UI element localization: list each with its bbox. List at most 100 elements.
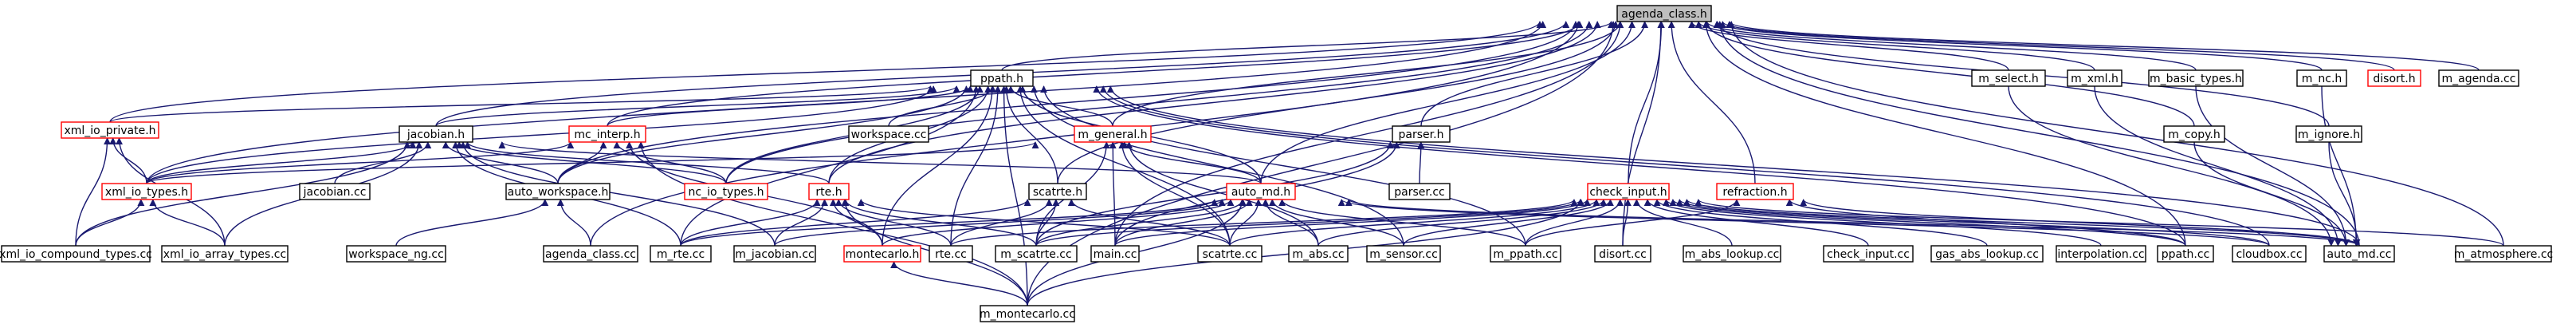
edge-m-abs-lookup-cc-to-check-input-h [1632,199,1733,247]
edge-m-scatrte-cc-to-parser-h [1035,141,1394,247]
edge-xml-io-types-h-to-xml-io-private-h [109,137,147,184]
node-box [1366,245,1441,263]
node-box [1490,245,1561,263]
edge-auto-workspace-h-to-agenda-class-h [557,21,1580,184]
edge-agenda-class-cc-to-auto-workspace-h [556,199,591,247]
node-xml-io-types-h[interactable]: xml_io_types.h [101,183,192,200]
node-m-montecarlo-cc[interactable]: m_montecarlo.cc [980,305,1075,322]
edge-main-cc-to-m-general-h [1109,141,1117,247]
node-box [1392,125,1451,143]
node-xml-io-private-h[interactable]: xml_io_private.h [61,121,159,139]
edge-rte-cc-to-rte-h [834,199,952,247]
node-m-jacobian-cc[interactable]: m_jacobian.cc [733,245,816,263]
node-label: gas_abs_lookup.cc [1935,248,2039,261]
node-m-abs-cc[interactable]: m_abs.cc [1288,245,1349,263]
node-m-nc-h[interactable]: m_nc.h [2296,69,2347,87]
edge-nc-io-types-h-to-mc-interp-h [613,141,727,184]
edge-main-cc-to-auto-md-h [1114,199,1253,247]
node-label: disort.h [2373,73,2415,85]
node-agenda-class-cc[interactable]: agenda_class.cc [543,245,638,263]
node-m-agenda-cc[interactable]: m_agenda.cc [2438,69,2519,87]
node-check-input-h[interactable]: check_input.h [1587,183,1670,200]
node-m-atmosphere-cc[interactable]: m_atmosphere.cc [2454,245,2553,263]
node-m-sensor-cc[interactable]: m_sensor.cc [1366,245,1441,263]
node-xml-io-array-types-cc[interactable]: xml_io_array_types.cc [161,245,289,263]
node-box [1,245,151,263]
node-workspace-cc[interactable]: workspace.cc [848,125,929,143]
node-auto-md-cc[interactable]: auto_md.cc [2323,245,2395,263]
node-m-basic-types-h[interactable]: m_basic_types.h [2148,69,2244,87]
node-box [1823,245,1914,263]
node-label: xml_io_compound_types.cc [0,248,152,261]
node-box [61,121,159,139]
node-box [1090,245,1140,263]
node-box [346,245,446,263]
node-m-ppath-cc[interactable]: m_ppath.cc [1490,245,1561,263]
edge-m-montecarlo-cc-to-montecarlo-h [890,261,1028,306]
node-m-ignore-h[interactable]: m_ignore.h [2295,125,2362,143]
node-label: parser.cc [1394,186,1444,199]
node-label: auto_md.h [1231,186,1290,199]
node-m-select-h[interactable]: m_select.h [1971,69,2046,87]
node-disort-cc[interactable]: disort.cc [1594,245,1651,263]
node-ppath-h[interactable]: ppath.h [970,69,1034,87]
node-box [1616,5,1712,22]
edge-auto-workspace-h-to-jacobian-h [442,141,559,184]
node-scatrte-cc[interactable]: scatrte.cc [1197,245,1262,263]
node-rte-h[interactable]: rte.h [808,183,850,200]
node-gas-abs-lookup-cc[interactable]: gas_abs_lookup.cc [1930,245,2044,263]
edge-disort-h-to-agenda-class-h [1719,21,2395,71]
node-interpolation-cc[interactable]: interpolation.cc [2056,245,2146,263]
edge-rte-h-to-agenda-class-h [828,21,1601,184]
node-montecarlo-h[interactable]: montecarlo.h [843,245,921,263]
edge-m-ppath-cc-to-check-input-h [1525,199,1624,247]
node-m-xml-h[interactable]: m_xml.h [2067,69,2122,87]
edge-m-basic-types-h-to-auto-md-cc [2195,85,2350,247]
node-m-general-h[interactable]: m_general.h [1074,125,1152,143]
node-label: check_input.h [1589,186,1667,199]
node-label: jacobian.cc [303,186,367,199]
node-label: m_sensor.cc [1369,248,1438,261]
node-xml-io-compound-types-cc[interactable]: xml_io_compound_types.cc [0,245,152,263]
node-refraction-h[interactable]: refraction.h [1716,183,1794,200]
node-box [399,125,473,143]
node-workspace-ng-cc[interactable]: workspace_ng.cc [346,245,446,263]
edge-m-rte-cc-to-scatrte-h [680,199,1031,247]
node-m-copy-h[interactable]: m_copy.h [2163,125,2225,143]
node-jacobian-cc[interactable]: jacobian.cc [299,183,371,200]
node-auto-workspace-h[interactable]: auto_workspace.h [505,183,611,200]
edge-ppath-cc-to-ppath-h [1093,85,2186,247]
node-label: ppath.cc [2162,248,2210,261]
node-m-scatrte-cc[interactable]: m_scatrte.cc [995,245,1078,263]
edge-m-abs-cc-to-check-input-h [1317,199,1608,247]
edge-rte-h-to-jacobian-h [464,141,830,184]
node-scatrte-h[interactable]: scatrte.h [1028,183,1087,200]
node-parser-cc[interactable]: parser.cc [1388,183,1451,200]
node-m-abs-lookup-cc[interactable]: m_abs_lookup.cc [1683,245,1781,263]
node-disort-h[interactable]: disort.h [2367,69,2421,87]
node-label: jacobian.h [406,128,465,141]
node-label: scatrte.h [1033,186,1082,199]
node-box [650,245,712,263]
node-label: ppath.h [980,73,1023,85]
node-mc-interp-h[interactable]: mc_interp.h [568,125,646,143]
edge-auto-md-cc-to-agenda-class-h [1716,21,2360,247]
edge-m-basic-types-h-to-agenda-class-h [1703,21,2197,71]
edge-xml-io-types-h-to-m-general-h [146,141,1039,184]
node-cloudbox-cc[interactable]: cloudbox.cc [2232,245,2307,263]
node-label: nc_io_types.h [689,186,764,199]
node-main-cc[interactable]: main.cc [1090,245,1140,263]
node-m-rte-cc[interactable]: m_rte.cc [650,245,712,263]
node-ppath-cc[interactable]: ppath.cc [2157,245,2214,263]
edge-m-abs-cc-to-m-general-h [1125,141,1319,247]
node-box [684,183,768,200]
node-parser-h[interactable]: parser.h [1392,125,1451,143]
node-jacobian-h[interactable]: jacobian.h [399,125,473,143]
node-rte-cc[interactable]: rte.cc [929,245,973,263]
node-agenda-class-h[interactable]: agenda_class.h [1616,5,1712,22]
node-label: main.cc [1094,248,1137,261]
node-nc-io-types-h[interactable]: nc_io_types.h [684,183,768,200]
edge-m-jacobian-cc-to-auto-md-h [774,199,1226,247]
node-auto-md-h[interactable]: auto_md.h [1226,183,1296,200]
node-check-input-cc[interactable]: check_input.cc [1823,245,1914,263]
